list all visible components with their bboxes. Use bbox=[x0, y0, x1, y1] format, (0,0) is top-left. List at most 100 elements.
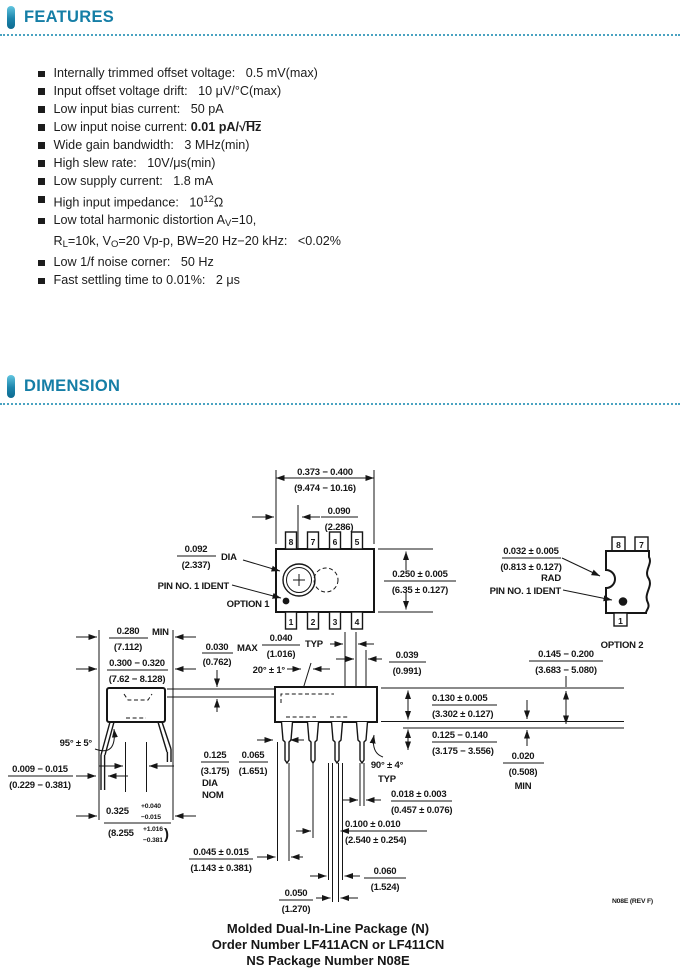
feature-text: Low total harmonic distortion AV=10, bbox=[53, 213, 257, 230]
feature-text: RL=10k, VO=20 Vp-p, BW=20 Hz−20 kHz: <0.… bbox=[53, 234, 341, 251]
dim-tip-w2-mm: (1.270) bbox=[282, 904, 311, 915]
pin-number: 3 bbox=[333, 617, 338, 627]
dim-pitch-mm: (2.540 ± 0.254) bbox=[345, 835, 406, 846]
dotted-divider bbox=[0, 34, 680, 36]
section-bar-icon bbox=[7, 6, 15, 29]
bullet-square-icon bbox=[38, 178, 45, 185]
bullet-square-icon bbox=[38, 217, 45, 225]
dim-body-min-in: 0.280 bbox=[117, 626, 140, 637]
feature-text: Fast settling time to 0.01%: 2 μs bbox=[53, 273, 240, 288]
pin1-ident-dot bbox=[282, 597, 290, 605]
dim-pin-offset-mm: (2.286) bbox=[325, 522, 354, 533]
bullet-square-icon bbox=[38, 88, 45, 95]
package-dimension-drawing: 0.373 − 0.400 (9.474 − 10.16) 0.090 (2.2… bbox=[8, 467, 653, 968]
rev-note: N08E (REV F) bbox=[612, 898, 653, 905]
dim-lead-wide-in: 0.065 bbox=[242, 750, 266, 761]
pin-number: 7 bbox=[639, 540, 644, 550]
feature-text: High slew rate: 10V/μs(min) bbox=[53, 155, 216, 170]
dim-tip-w-in: 0.060 bbox=[374, 866, 397, 877]
package-front-view: 0.040 (1.016) TYP 0.039 (0.991) 20° ± 1° bbox=[189, 632, 624, 915]
feature-text: Internally trimmed offset voltage: 0.5 m… bbox=[53, 66, 318, 80]
dim-lead-thk-in: 0.018 ± 0.003 bbox=[391, 789, 446, 800]
dim-width-mm: (9.474 − 10.16) bbox=[294, 483, 356, 494]
section-bar-icon bbox=[7, 375, 15, 398]
pin-number: 7 bbox=[311, 537, 316, 547]
dim-gap-min-note: MIN bbox=[515, 781, 532, 792]
dim-rad-note: RAD bbox=[541, 573, 561, 584]
package-side-view: 0.280 (7.112) MIN 0.300 − 0.320 (7.62 − … bbox=[8, 626, 274, 844]
dim-lead-w-in: 0.045 ± 0.015 bbox=[193, 847, 249, 858]
dim-dia-nom-mm: (3.175) bbox=[201, 766, 230, 777]
dim-standoff-in: 0.145 − 0.200 bbox=[538, 649, 594, 660]
dim-lead-thk-side-mm: (0.229 − 0.381) bbox=[9, 780, 71, 791]
section-title-dimension: DIMENSION bbox=[24, 377, 121, 395]
dim-spread-mm-minus: −0.381 bbox=[143, 837, 163, 844]
feature-text: Wide gain bandwidth: 3 MHz(min) bbox=[53, 137, 250, 152]
dim-row-spacing-in: 0.300 − 0.320 bbox=[109, 658, 165, 669]
dim-dia-nom-in: 0.125 bbox=[204, 750, 228, 761]
dim-lid-max-in: 0.030 bbox=[206, 642, 229, 653]
package-top-view: 0.373 − 0.400 (9.474 − 10.16) 0.090 (2.2… bbox=[158, 467, 456, 630]
dim-spread-in-minus: −0.015 bbox=[141, 814, 161, 821]
dim-pin-offset-in: 0.090 bbox=[328, 506, 351, 517]
dim-shoulder-in: 0.125 − 0.140 bbox=[432, 730, 488, 741]
feature-item: High slew rate: 10V/μs(min) bbox=[0, 155, 680, 171]
package-option2-view: 8 7 1 0.032 ± 0.005 (0.813 ± 0.127) RAD … bbox=[490, 536, 651, 724]
tip-angle-label: 90° ± 4° bbox=[371, 760, 404, 771]
feature-item: Internally trimmed offset voltage: 0.5 m… bbox=[0, 66, 680, 81]
bullet-square-icon bbox=[38, 160, 45, 167]
bullet-square-icon bbox=[38, 259, 45, 267]
feature-item: High input impedance: 1012Ω bbox=[0, 193, 680, 210]
dim-lead-thk-mm: (0.457 ± 0.076) bbox=[391, 805, 452, 816]
feature-item: Low total harmonic distortion AV=10, bbox=[0, 214, 680, 231]
dim-row-spacing-mm: (7.62 − 8.128) bbox=[109, 674, 166, 685]
option2-label: OPTION 2 bbox=[601, 640, 644, 651]
dim-height-mm: (6.35 ± 0.127) bbox=[392, 585, 448, 596]
pin1-ident-label: PIN NO. 1 IDENT bbox=[490, 586, 562, 597]
dim-pin-w-typ-mm: (1.016) bbox=[267, 649, 296, 660]
dim-dia-nom-note2: NOM bbox=[202, 790, 224, 801]
dim-dia-in: 0.092 bbox=[185, 544, 208, 555]
drawing-caption: Molded Dual-In-Line Package (N) Order Nu… bbox=[212, 921, 445, 968]
dim-rad-mm: (0.813 ± 0.127) bbox=[500, 562, 561, 573]
section-header-features: FEATURES bbox=[0, 6, 114, 29]
feature-item: Input offset voltage drift: 10 μV/°C(max… bbox=[0, 84, 680, 99]
lead-angle-label: 95° ± 5° bbox=[60, 738, 93, 749]
dim-dia-nom-note1: DIA bbox=[202, 778, 218, 789]
dim-body-min-note: MIN bbox=[152, 627, 169, 638]
dim-pitch-in: 0.100 ± 0.010 bbox=[345, 819, 400, 830]
pin-number: 8 bbox=[289, 537, 294, 547]
section-title-features: FEATURES bbox=[24, 8, 115, 26]
dim-pin-w-typ-in: 0.040 bbox=[270, 633, 293, 644]
section-header-dimension: DIMENSION bbox=[0, 375, 120, 398]
pin-number: 8 bbox=[616, 540, 621, 550]
draft-angle-label: 20° ± 1° bbox=[253, 665, 286, 676]
pin1-ident-dot bbox=[618, 597, 628, 606]
dim-spread-paren: ) bbox=[164, 826, 169, 843]
feature-text: Low input noise current: 0.01 pA/√Hz bbox=[53, 119, 262, 134]
dim-shoulder-mm: (3.175 − 3.556) bbox=[432, 746, 494, 757]
dim-tip-w2-in: 0.050 bbox=[285, 888, 308, 899]
dim-spread-mm-plus: +1.016 bbox=[143, 826, 163, 833]
bullet-square-icon bbox=[38, 196, 45, 203]
dim-spread-mm-base: (8.255 bbox=[108, 828, 135, 839]
dim-pin-w4-in: 0.039 bbox=[396, 650, 419, 661]
bullet-square-icon bbox=[38, 106, 45, 113]
bullet-square-icon bbox=[38, 142, 45, 149]
bullet-square-icon bbox=[38, 70, 45, 77]
dim-spread-in-plus: +0.040 bbox=[141, 803, 161, 810]
dim-gap-min-in: 0.020 bbox=[512, 751, 535, 762]
feature-item: Wide gain bandwidth: 3 MHz(min) bbox=[0, 137, 680, 153]
feature-item: Low 1/f noise corner: 50 Hz bbox=[0, 256, 680, 270]
caption-line: Order Number LF411ACN or LF411CN bbox=[212, 937, 445, 952]
feature-text: Low 1/f noise corner: 50 Hz bbox=[53, 255, 214, 270]
dim-gap-min-mm: (0.508) bbox=[509, 767, 538, 778]
dim-pin-w4-mm: (0.991) bbox=[393, 666, 422, 677]
dim-body-h-in: 0.130 ± 0.005 bbox=[432, 693, 488, 704]
tip-angle-note: TYP bbox=[378, 774, 397, 785]
pin-number: 5 bbox=[355, 537, 360, 547]
feature-text: Low supply current: 1.8 mA bbox=[53, 173, 214, 188]
dim-spread-in-base: 0.325 bbox=[106, 806, 130, 817]
feature-item: Low input noise current: 0.01 pA/√Hz bbox=[0, 119, 680, 135]
dim-lead-thk-side-in: 0.009 − 0.015 bbox=[12, 764, 69, 775]
